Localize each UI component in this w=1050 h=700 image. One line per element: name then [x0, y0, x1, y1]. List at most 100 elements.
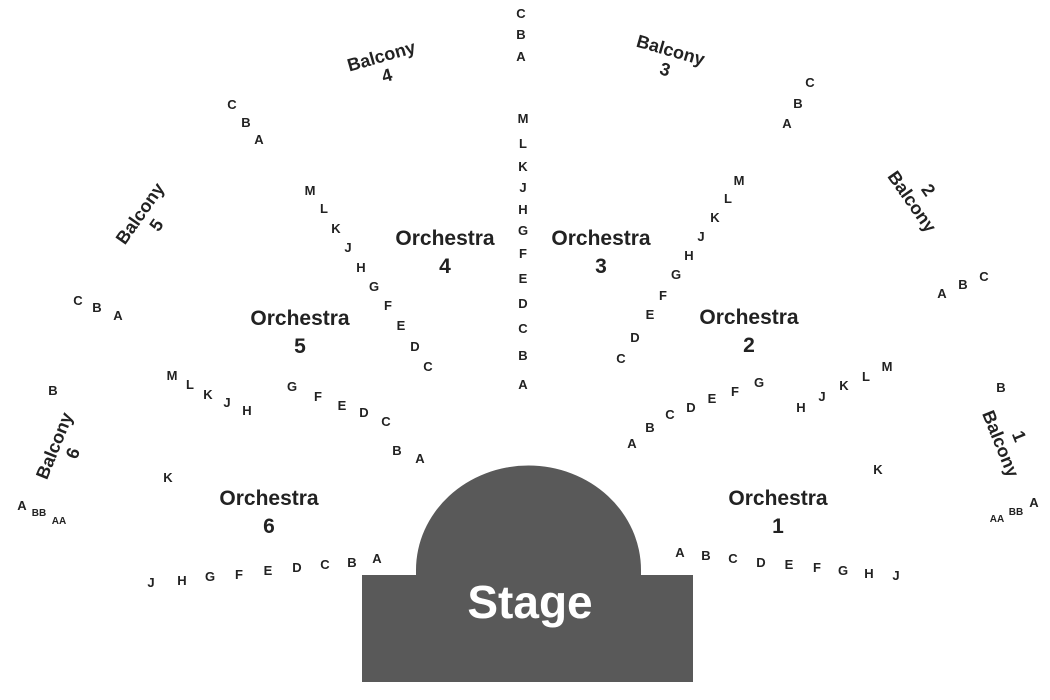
row-label[interactable]: J: [147, 575, 154, 590]
stage[interactable]: Stage: [362, 465, 693, 682]
row-label[interactable]: A: [415, 451, 425, 466]
row-label[interactable]: H: [518, 202, 527, 217]
row-label[interactable]: H: [177, 573, 186, 588]
section-orchestra-2[interactable]: Orchestra 2: [699, 306, 799, 357]
row-label[interactable]: D: [518, 296, 527, 311]
row-label[interactable]: BB: [32, 508, 46, 519]
row-label[interactable]: F: [519, 246, 527, 261]
row-label[interactable]: C: [805, 75, 815, 90]
row-label[interactable]: D: [410, 339, 419, 354]
row-label[interactable]: E: [264, 563, 273, 578]
row-label[interactable]: J: [892, 568, 899, 583]
section-balcony-4[interactable]: Balcony 4: [345, 37, 423, 95]
row-label[interactable]: F: [731, 384, 739, 399]
row-label[interactable]: H: [242, 403, 251, 418]
row-label[interactable]: F: [813, 560, 821, 575]
row-label[interactable]: L: [186, 377, 194, 392]
row-label[interactable]: L: [519, 136, 527, 151]
row-label[interactable]: H: [356, 260, 365, 275]
section-orchestra-4[interactable]: Orchestra 4: [395, 227, 495, 278]
row-label[interactable]: B: [48, 383, 57, 398]
row-label[interactable]: C: [616, 351, 626, 366]
row-label[interactable]: A: [372, 551, 382, 566]
row-label[interactable]: B: [518, 348, 527, 363]
row-label[interactable]: B: [996, 380, 1005, 395]
row-label[interactable]: BB: [1009, 507, 1023, 518]
row-label[interactable]: J: [344, 240, 351, 255]
row-label[interactable]: K: [873, 462, 883, 477]
row-label[interactable]: A: [627, 436, 637, 451]
row-label[interactable]: A: [782, 116, 792, 131]
row-label[interactable]: A: [518, 377, 528, 392]
row-label[interactable]: B: [241, 115, 250, 130]
row-label[interactable]: B: [347, 555, 356, 570]
row-label[interactable]: H: [864, 566, 873, 581]
row-label[interactable]: G: [838, 563, 848, 578]
section-balcony-6[interactable]: Balcony 6: [32, 410, 95, 490]
row-label[interactable]: K: [331, 221, 341, 236]
row-label[interactable]: B: [392, 443, 401, 458]
row-label[interactable]: A: [937, 286, 947, 301]
row-label[interactable]: J: [223, 395, 230, 410]
row-label[interactable]: B: [793, 96, 802, 111]
row-label[interactable]: J: [519, 180, 526, 195]
row-label[interactable]: A: [17, 498, 27, 513]
row-label[interactable]: E: [397, 318, 406, 333]
row-label[interactable]: E: [519, 271, 528, 286]
row-label[interactable]: C: [728, 551, 738, 566]
row-label[interactable]: C: [320, 557, 330, 572]
row-label[interactable]: K: [518, 159, 528, 174]
row-label[interactable]: H: [684, 248, 693, 263]
row-label[interactable]: D: [756, 555, 765, 570]
row-label[interactable]: M: [882, 359, 893, 374]
row-label[interactable]: B: [958, 277, 967, 292]
row-label[interactable]: G: [518, 223, 528, 238]
row-label[interactable]: K: [203, 387, 213, 402]
section-orchestra-6[interactable]: Orchestra 6: [219, 487, 319, 538]
row-label[interactable]: E: [785, 557, 794, 572]
row-label[interactable]: C: [73, 293, 83, 308]
row-label[interactable]: E: [708, 391, 717, 406]
row-label[interactable]: C: [423, 359, 433, 374]
row-label[interactable]: A: [113, 308, 123, 323]
row-label[interactable]: D: [292, 560, 301, 575]
section-orchestra-3[interactable]: Orchestra 3: [551, 227, 651, 278]
row-label[interactable]: M: [167, 368, 178, 383]
section-orchestra-5[interactable]: Orchestra 5: [250, 307, 350, 358]
row-label[interactable]: C: [518, 321, 528, 336]
section-balcony-2[interactable]: Balcony 2: [884, 156, 957, 236]
row-label[interactable]: F: [235, 567, 243, 582]
section-balcony-3[interactable]: Balcony 3: [629, 31, 707, 89]
row-label[interactable]: AA: [990, 514, 1004, 525]
row-label[interactable]: A: [1029, 495, 1039, 510]
row-label[interactable]: E: [338, 398, 347, 413]
section-balcony-1[interactable]: Balcony 1: [978, 400, 1041, 480]
row-label[interactable]: C: [516, 6, 526, 21]
row-label[interactable]: M: [734, 173, 745, 188]
row-label[interactable]: G: [287, 379, 297, 394]
row-label[interactable]: G: [205, 569, 215, 584]
row-label[interactable]: D: [630, 330, 639, 345]
row-label[interactable]: B: [701, 548, 710, 563]
row-label[interactable]: D: [359, 405, 368, 420]
row-label[interactable]: A: [675, 545, 685, 560]
row-label[interactable]: C: [381, 414, 391, 429]
row-label[interactable]: B: [516, 27, 525, 42]
row-label[interactable]: B: [645, 420, 654, 435]
section-balcony-5[interactable]: Balcony 5: [112, 179, 185, 259]
row-label[interactable]: F: [384, 298, 392, 313]
row-label[interactable]: K: [710, 210, 720, 225]
row-label[interactable]: C: [979, 269, 989, 284]
row-label[interactable]: F: [659, 288, 667, 303]
row-label[interactable]: H: [796, 400, 805, 415]
row-label[interactable]: G: [754, 375, 764, 390]
row-label[interactable]: L: [320, 201, 328, 216]
row-label[interactable]: F: [314, 389, 322, 404]
row-label[interactable]: L: [862, 369, 870, 384]
row-label[interactable]: D: [686, 400, 695, 415]
row-label[interactable]: AA: [52, 516, 66, 527]
row-label[interactable]: M: [518, 111, 529, 126]
row-label[interactable]: E: [646, 307, 655, 322]
row-label[interactable]: L: [724, 191, 732, 206]
row-label[interactable]: K: [163, 470, 173, 485]
